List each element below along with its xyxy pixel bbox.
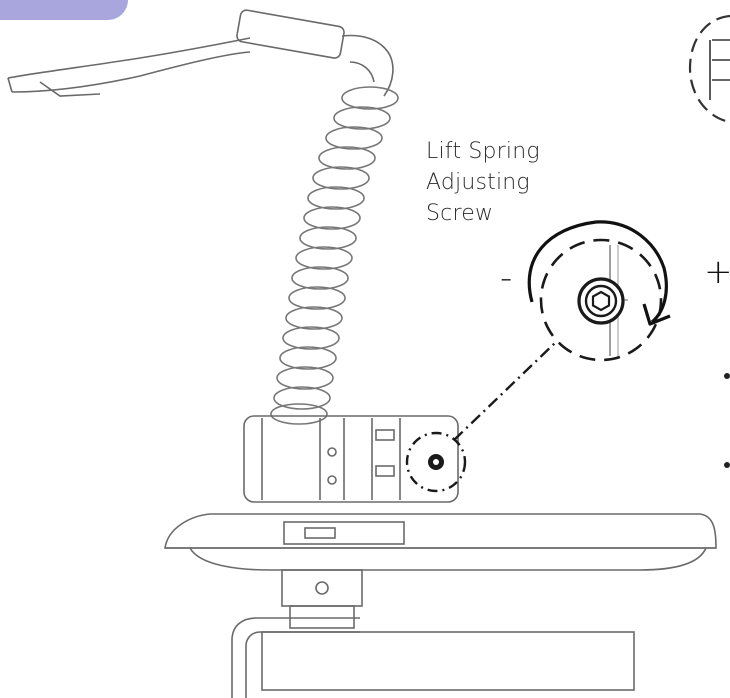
increase-sign: + <box>704 252 730 292</box>
screw-location-marker <box>405 431 467 493</box>
callout-label-line: Screw <box>426 201 494 226</box>
gooseneck-segments <box>270 86 399 425</box>
top-gripper-arm <box>7 9 394 97</box>
partial-detail-circle <box>688 14 730 124</box>
callout-leader-line <box>453 341 557 441</box>
header-tab-accent <box>0 0 128 20</box>
mounting-plate <box>164 513 717 571</box>
callout-label: Lift Spring Adjusting Screw <box>426 136 540 229</box>
decrease-sign: - <box>500 258 513 298</box>
magnified-screw-view <box>539 238 663 362</box>
support-post <box>231 569 635 698</box>
bullet-dot <box>724 373 730 379</box>
lift-spring-housing <box>243 415 459 503</box>
callout-label-line: Lift Spring <box>426 139 540 164</box>
hex-socket-screw-icon <box>577 277 625 325</box>
callout-label-line: Adjusting <box>426 170 530 195</box>
bullet-dot <box>724 462 730 468</box>
rotation-arrow-icon <box>527 220 671 326</box>
